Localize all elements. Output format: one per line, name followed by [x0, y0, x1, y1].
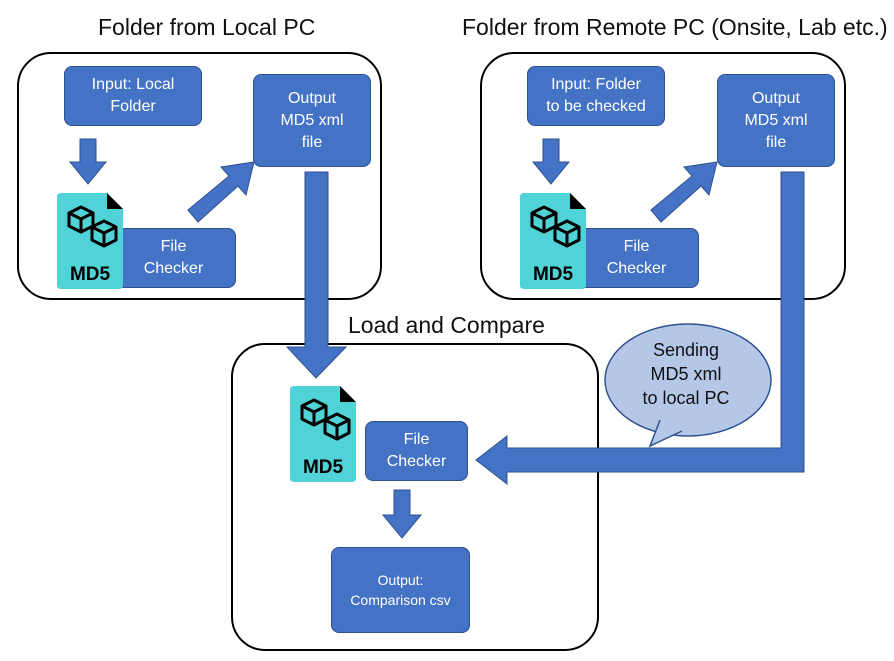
- arrow-local-output-to-compare: [285, 171, 348, 379]
- arrow-remote-input-down: [531, 138, 571, 185]
- remote-file-checker-box: File Checker: [574, 228, 699, 288]
- speech-bubble: [604, 323, 772, 448]
- arrow-compare-checker-down: [381, 489, 423, 539]
- arrow-local-input-down: [68, 138, 108, 185]
- md5-icon-label: MD5: [70, 264, 111, 285]
- compare-file-checker-box: File Checker: [365, 421, 468, 481]
- arrow-remote-to-output: [650, 161, 718, 223]
- comparison-output-box: Output: Comparison csv: [331, 547, 470, 633]
- md5-icon-label: MD5: [533, 264, 574, 285]
- md5-file-icon: MD5: [520, 193, 586, 289]
- md5-file-icon: MD5: [57, 193, 123, 289]
- bubble-text: Sending MD5 xml to local PC: [642, 340, 730, 408]
- local-input-box: Input: Local Folder: [64, 66, 202, 126]
- remote-input-box: Input: Folder to be checked: [527, 66, 665, 126]
- title-local-pc: Folder from Local PC: [98, 14, 316, 40]
- title-remote-pc: Folder from Remote PC (Onsite, Lab etc.): [462, 14, 888, 40]
- remote-output-box: Output MD5 xml file: [717, 74, 835, 167]
- local-output-box: Output MD5 xml file: [253, 74, 371, 167]
- title-load-compare: Load and Compare: [348, 312, 545, 338]
- md5-file-icon: MD5: [290, 386, 356, 482]
- arrow-remote-output-to-compare: [475, 171, 805, 486]
- local-file-checker-box: File Checker: [111, 228, 236, 288]
- md5-icon-label: MD5: [303, 457, 344, 478]
- arrow-local-to-output: [187, 161, 255, 223]
